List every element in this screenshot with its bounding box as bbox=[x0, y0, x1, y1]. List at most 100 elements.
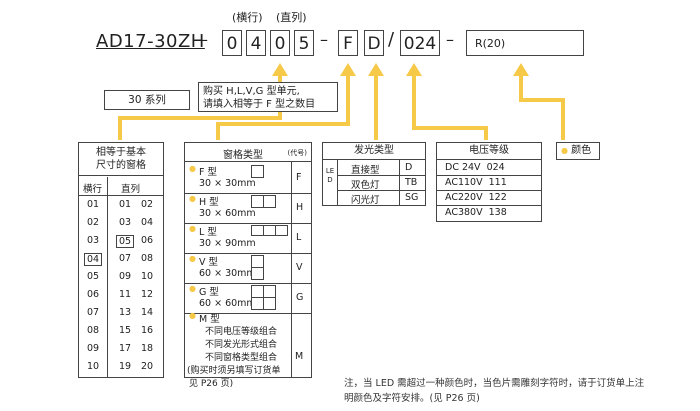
voltage-row: DC 24V 024 bbox=[445, 162, 505, 173]
m-type-name: M 型 bbox=[199, 314, 220, 325]
grid-col-value: 04 bbox=[141, 217, 154, 228]
model-number: AD17-30ZH bbox=[96, 31, 205, 52]
light-type-code: SG bbox=[405, 192, 419, 203]
grid-col-value: 18 bbox=[141, 343, 154, 354]
grid-col-value: 01 bbox=[119, 199, 132, 210]
grid-col-value: 15 bbox=[119, 325, 132, 336]
grid-col-value: 20 bbox=[141, 361, 154, 372]
window-type-size: 30 × 30mm bbox=[199, 178, 256, 189]
grid-col-value: 02 bbox=[141, 199, 154, 210]
m-type-line1: 不同电压等级组合 bbox=[205, 327, 278, 337]
window-type-code: F bbox=[296, 172, 302, 183]
arrowhead-digits bbox=[272, 63, 288, 76]
window-shape-icon bbox=[251, 285, 276, 310]
arrow-to-window-table bbox=[216, 76, 350, 140]
bullet-icon: ● bbox=[189, 254, 196, 263]
color-box: ● 颜色 bbox=[556, 142, 600, 160]
bullet-icon: ● bbox=[561, 146, 568, 155]
footnote-line2: 明颜色及字符安排。(见 P26 页) bbox=[344, 393, 480, 404]
window-shape-icon bbox=[251, 225, 288, 236]
grid-row-value: 10 bbox=[87, 361, 100, 372]
light-type-code: D bbox=[405, 162, 413, 173]
arrowhead-voltage bbox=[406, 63, 422, 76]
grid-row-value: 02 bbox=[87, 217, 100, 228]
dash-2: – bbox=[320, 30, 328, 49]
light-type-code: TB bbox=[405, 177, 418, 188]
dash-3: – bbox=[446, 30, 454, 49]
m-type-code: M bbox=[295, 351, 304, 362]
grid-col1-header: 横行 bbox=[83, 184, 103, 195]
grid-col-value: 12 bbox=[141, 289, 154, 300]
column-label: (直列) bbox=[276, 11, 307, 24]
m-type-line5: 见 P26 页) bbox=[189, 379, 234, 389]
voltage-row: AC220V 122 bbox=[445, 192, 507, 203]
dash-1: – bbox=[200, 30, 208, 49]
window-table-title: 窗格类型 bbox=[223, 150, 263, 161]
voltage-table-title: 电压等级 bbox=[437, 143, 541, 160]
grid-row-value: 07 bbox=[87, 307, 100, 318]
grid-col-value: 16 bbox=[141, 325, 154, 336]
light-table-side-label: LED bbox=[325, 167, 335, 184]
bullet-icon: ● bbox=[189, 164, 196, 173]
digit-row-2: 4 bbox=[246, 30, 266, 56]
arrow-to-voltage-table bbox=[412, 76, 488, 140]
footnote: 注，当 LED 需超过一种颜色时，当色片需雕刻字符时，请于订货单上注 明颜色及字… bbox=[344, 376, 684, 406]
row-label: (横行) bbox=[232, 11, 263, 24]
window-type-name: G 型 bbox=[199, 287, 219, 298]
arrowhead-shape bbox=[340, 63, 356, 76]
window-type-name: H 型 bbox=[199, 197, 219, 208]
grid-row-value: 01 bbox=[87, 199, 100, 210]
voltage-row: AC110V 111 bbox=[445, 177, 507, 188]
window-type-code: V bbox=[296, 262, 303, 273]
window-type-size: 60 × 30mm bbox=[199, 268, 256, 279]
slash: / bbox=[388, 29, 395, 50]
purchase-note-line2: 请填入相等于 F 型之数目 bbox=[203, 99, 316, 110]
window-type-size: 60 × 60mm bbox=[199, 298, 256, 309]
grid-col-value: 13 bbox=[119, 307, 132, 318]
grid-row-value: 08 bbox=[87, 325, 100, 336]
grid-col-value: 14 bbox=[141, 307, 154, 318]
arrowhead-led bbox=[368, 63, 384, 76]
grid-col-value: 06 bbox=[141, 235, 154, 246]
grid-col-value: 09 bbox=[119, 271, 132, 282]
window-type-name: V 型 bbox=[199, 257, 219, 268]
purchase-note-line1: 购买 H,L,V,G 型单元, bbox=[203, 86, 300, 97]
shape-code: F bbox=[338, 30, 358, 56]
grid-col-value: 05 bbox=[116, 235, 135, 248]
m-type-line2: 不同发光形式组合 bbox=[205, 340, 278, 350]
grid-col2-header: 直列 bbox=[121, 184, 141, 195]
series-box: 30 系列 bbox=[104, 90, 190, 110]
grid-col-value: 19 bbox=[119, 361, 132, 372]
light-type-name: 闪光灯 bbox=[351, 195, 380, 206]
color-box-label: 颜色 bbox=[571, 145, 592, 156]
grid-row-value: 03 bbox=[87, 235, 100, 246]
digit-row-1: 0 bbox=[222, 30, 242, 56]
arrowhead-color bbox=[513, 63, 529, 76]
window-table-code-header: (代号) bbox=[287, 149, 307, 157]
digit-col-1: 0 bbox=[270, 30, 290, 56]
voltage-row: AC380V 138 bbox=[445, 207, 507, 218]
color-code: R(20) bbox=[466, 30, 584, 56]
window-shape-icon bbox=[251, 165, 264, 178]
grid-col-value: 17 bbox=[119, 343, 132, 354]
grid-col-value: 07 bbox=[119, 253, 132, 264]
window-type-size: 30 × 60mm bbox=[199, 208, 256, 219]
window-shape-icon bbox=[251, 255, 264, 280]
led-code: D bbox=[364, 30, 384, 56]
bullet-icon: ● bbox=[189, 284, 196, 293]
digit-col-2: 5 bbox=[294, 30, 314, 56]
grid-row-value: 06 bbox=[87, 289, 100, 300]
light-table-title: 发光类型 bbox=[323, 143, 425, 160]
footnote-line1: 注，当 LED 需超过一种颜色时，当色片需雕刻字符时，请于订货单上注 bbox=[344, 378, 645, 389]
arrow-to-color-box bbox=[519, 76, 565, 140]
window-type-name: L 型 bbox=[199, 227, 217, 238]
window-type-size: 30 × 90mm bbox=[199, 238, 256, 249]
